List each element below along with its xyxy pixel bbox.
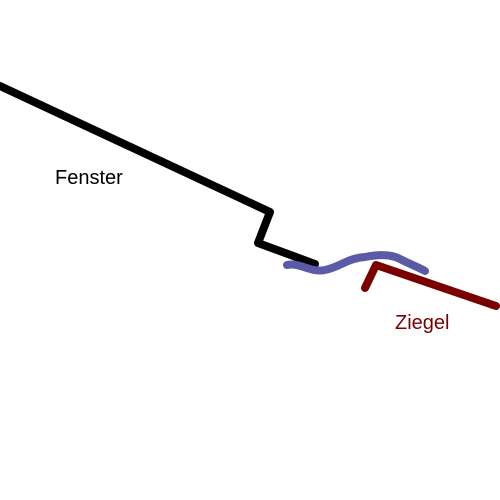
label-fenster: Fenster — [55, 167, 123, 189]
flashing-line — [283, 251, 429, 275]
window-frame-line — [0, 82, 319, 268]
tile-line — [361, 261, 500, 310]
label-ziegel: Ziegel — [395, 312, 450, 334]
